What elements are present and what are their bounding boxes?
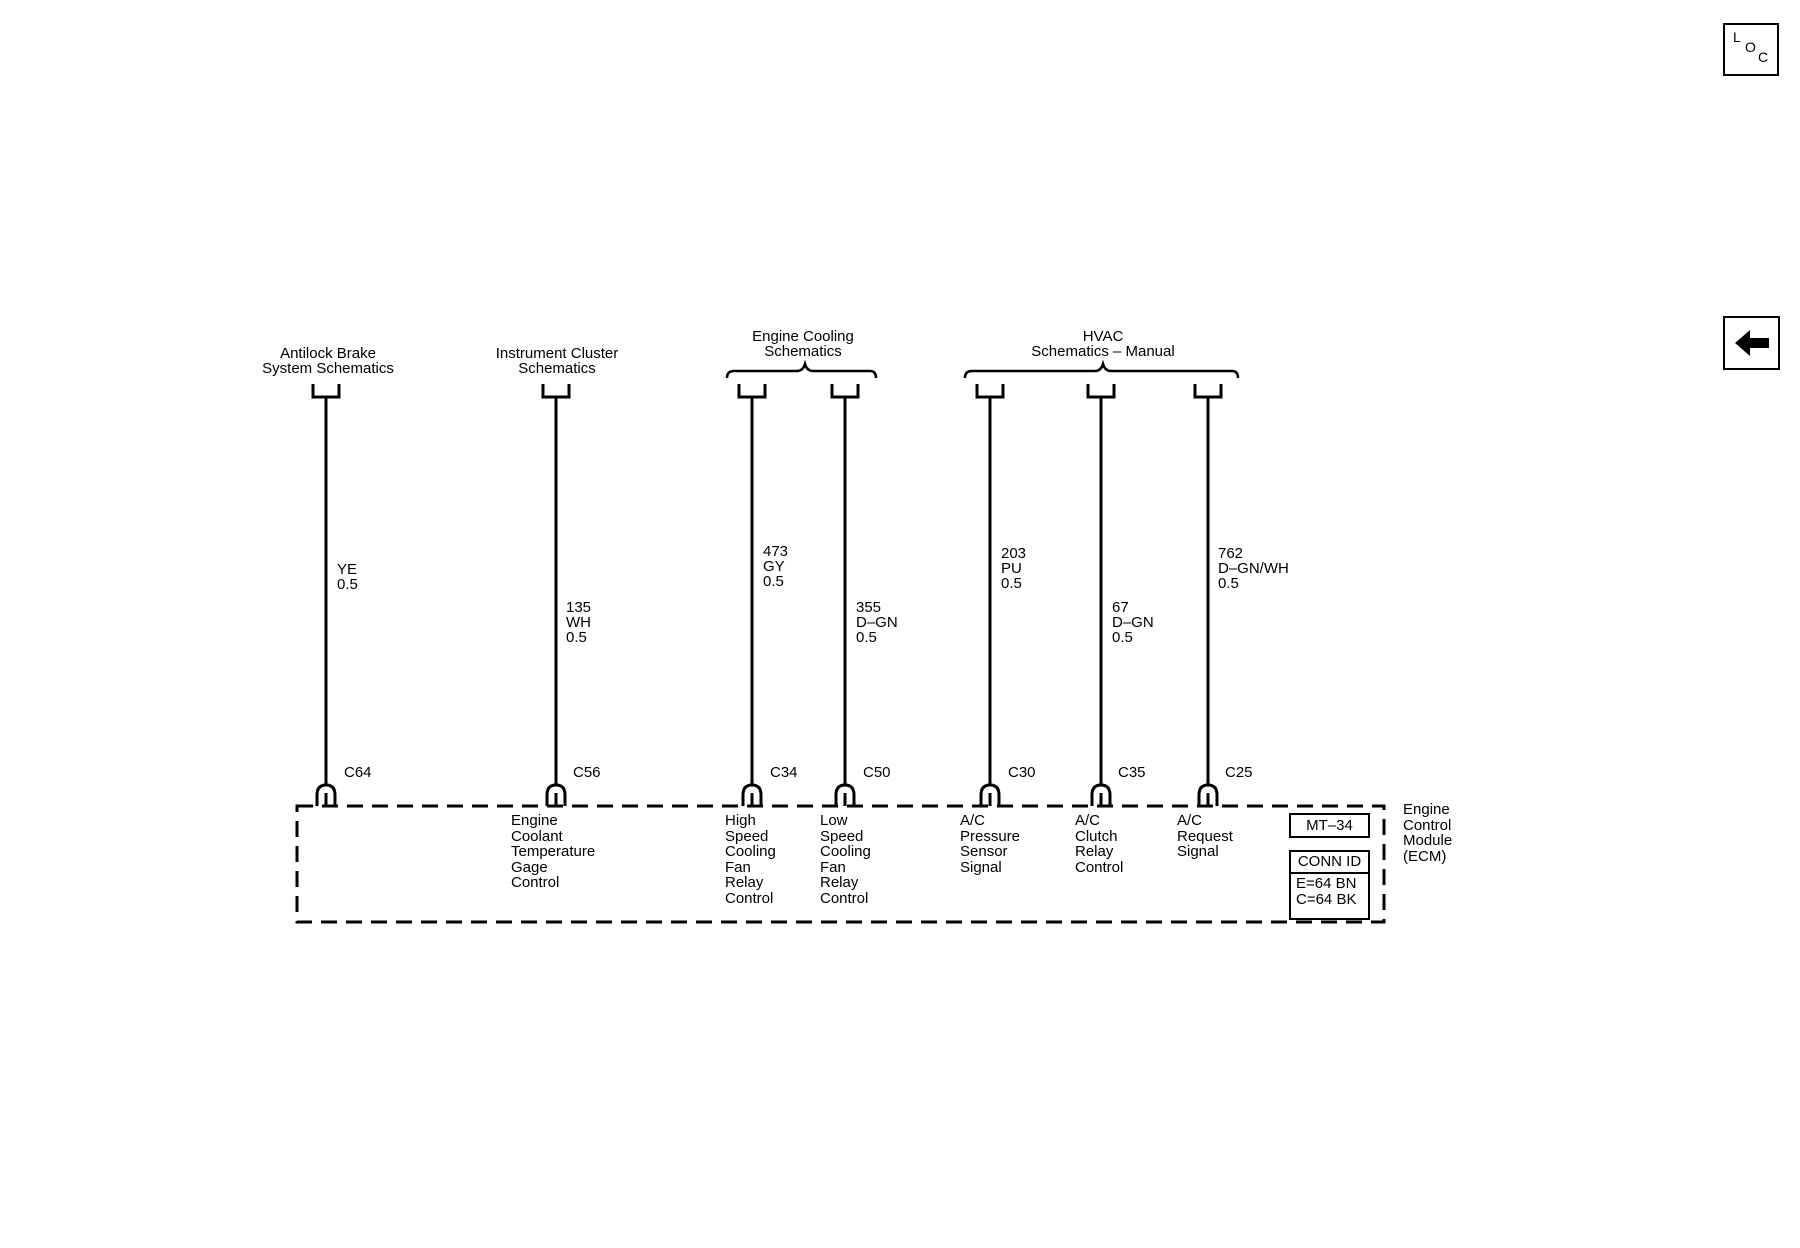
connector-top-c30 — [975, 384, 1005, 399]
left-arrow-icon — [1735, 330, 1769, 356]
function-label-c34: High Speed Cooling Fan Relay Control — [725, 812, 776, 907]
pin-terminal-c64 — [315, 783, 337, 806]
pin-terminal-c56 — [545, 783, 567, 806]
pin-terminal-c35 — [1090, 783, 1112, 806]
page-id: MT–34 — [1306, 817, 1353, 834]
pin-label-c34: C34 — [770, 764, 798, 781]
loc-letter-c: C — [1758, 49, 1769, 65]
pin-label-c25: C25 — [1225, 764, 1253, 781]
loc-letter-l: L — [1733, 29, 1741, 45]
pin-terminal-c50 — [834, 783, 856, 806]
conn-id-values: E=64 BN C=64 BK — [1296, 875, 1357, 908]
destination-antilock-brake[interactable]: Antilock Brake System Schematics — [262, 345, 394, 377]
wire-label-c64: YE 0.5 — [337, 561, 358, 593]
loc-button[interactable]: L O C — [1723, 23, 1779, 76]
pin-label-c30: C30 — [1008, 764, 1036, 781]
destination-engine-cooling[interactable]: Engine Cooling Schematics — [752, 328, 854, 360]
engine-cooling-brace — [725, 359, 878, 379]
function-label-c56: Engine Coolant Temperature Gage Control — [511, 812, 596, 891]
connector-top-c34 — [737, 384, 767, 399]
pin-terminal-c34 — [741, 783, 763, 806]
connector-top-c64 — [311, 384, 341, 399]
destination-instrument-cluster[interactable]: Instrument Cluster Schematics — [495, 345, 619, 377]
page-id-box: MT–34 — [1289, 813, 1370, 838]
connector-top-c56 — [541, 384, 571, 399]
pin-label-c50: C50 — [863, 764, 891, 781]
loc-letter-o: O — [1745, 39, 1756, 55]
pin-label-c56: C56 — [573, 764, 601, 781]
wire-label-c25: 762 D–GN/WH 0.5 — [1218, 545, 1289, 592]
wire-label-c34: 473 GY 0.5 — [763, 543, 789, 590]
connector-top-c35 — [1086, 384, 1116, 399]
pin-terminal-c25 — [1197, 783, 1219, 806]
pin-label-c64: C64 — [344, 764, 372, 781]
pin-label-c35: C35 — [1118, 764, 1146, 781]
pin-terminal-c30 — [979, 783, 1001, 806]
function-label-c50: Low Speed Cooling Fan Relay Control — [820, 812, 871, 907]
back-button[interactable] — [1723, 316, 1780, 370]
destination-hvac[interactable]: HVAC Schematics – Manual — [1031, 328, 1175, 360]
conn-id-title: CONN ID — [1291, 852, 1368, 874]
function-label-c30: A/C Pressure Sensor Signal — [960, 812, 1021, 876]
wire-label-c35: 67 D–GN 0.5 — [1112, 599, 1154, 646]
connector-top-c25 — [1193, 384, 1223, 399]
wire-label-c50: 355 D–GN 0.5 — [856, 599, 898, 646]
conn-id-box: CONN ID E=64 BN C=64 BK — [1289, 850, 1370, 920]
connector-top-c50 — [830, 384, 860, 399]
wire-label-c30: 203 PU 0.5 — [1001, 545, 1027, 592]
ecm-module-name: Engine Control Module (ECM) — [1403, 801, 1453, 865]
function-label-c25: A/C Request Signal — [1177, 812, 1233, 860]
wire-label-c56: 135 WH 0.5 — [566, 599, 592, 646]
hvac-brace — [963, 359, 1240, 379]
function-label-c35: A/C Clutch Relay Control — [1075, 812, 1124, 876]
